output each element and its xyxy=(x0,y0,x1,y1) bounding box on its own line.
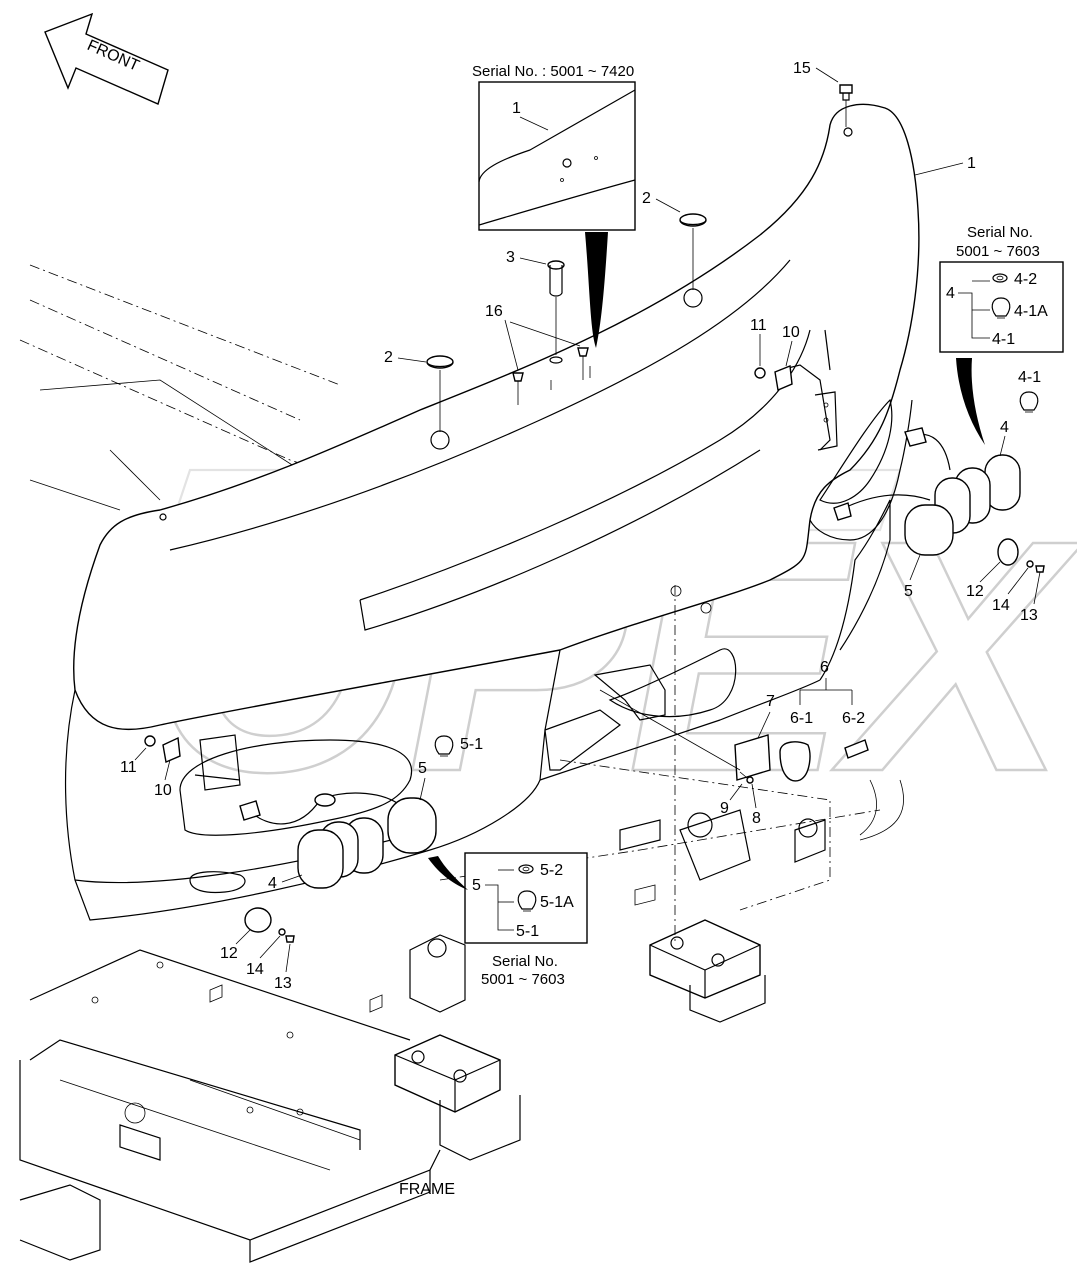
callout-2-right: 2 xyxy=(642,190,651,207)
support-block-right xyxy=(619,809,826,1023)
callout-11-left: 11 xyxy=(120,759,137,776)
inset-bottom-serial-2: 5001 ~ 7603 xyxy=(481,971,565,988)
bulb-icon xyxy=(434,735,454,757)
callout-3: 3 xyxy=(506,249,515,266)
clip-left xyxy=(144,735,181,763)
callout-10-right: 10 xyxy=(782,324,800,341)
inset-bottom: 5 5-2 5-1A 5-1 Serial No. 5001 ~ 7603 xyxy=(428,852,588,988)
pin-3 xyxy=(547,260,565,364)
callout-8: 8 xyxy=(752,810,761,827)
callout-16: 16 xyxy=(485,303,503,320)
support-block-center xyxy=(394,934,521,1161)
bulb-icon xyxy=(517,890,537,912)
callout-4-left: 4 xyxy=(268,875,277,892)
inset-bottom-item-2: 5-1A xyxy=(540,894,574,911)
callout-4-1: 4-1 xyxy=(1018,369,1041,386)
lamp-cluster-right xyxy=(833,391,1045,573)
callout-15: 15 xyxy=(793,60,811,77)
callout-11-right: 11 xyxy=(750,317,767,334)
callout-9: 9 xyxy=(720,800,729,817)
inset-top-serial: Serial No. : 5001 ~ 7420 xyxy=(472,63,634,80)
bulb-icon xyxy=(1019,391,1039,413)
gasket-ring-icon xyxy=(992,273,1008,283)
callout-inset-1: 1 xyxy=(512,100,521,117)
inset-right-item-2: 4-1A xyxy=(1014,303,1048,320)
inset-bottom-item-3: 5-1 xyxy=(516,923,539,940)
callout-6: 6 xyxy=(820,659,829,676)
callout-5-right: 5 xyxy=(904,583,913,600)
front-arrow-icon: FRONT xyxy=(44,12,169,105)
screw-16 xyxy=(512,347,591,405)
inset-right-parent: 4 xyxy=(946,285,955,302)
callout-7: 7 xyxy=(766,693,775,710)
inset-right: Serial No. 5001 ~ 7603 4 4-2 4-1A 4-1 xyxy=(939,224,1064,445)
callout-5-1: 5-1 xyxy=(460,736,483,753)
cap-2-left xyxy=(426,355,454,432)
gasket-ring-icon xyxy=(518,864,534,874)
inset-right-item-3: 4-1 xyxy=(992,331,1015,348)
callout-10-left: 10 xyxy=(154,782,172,799)
inset-right-serial-1: Serial No. xyxy=(967,224,1033,241)
license-bracket xyxy=(544,664,666,771)
callout-2-left: 2 xyxy=(384,349,393,366)
cap-2-right xyxy=(679,213,707,290)
callout-6-1: 6-1 xyxy=(790,710,813,727)
inset-bottom-item-1: 5-2 xyxy=(540,862,563,879)
callout-13-right: 13 xyxy=(1020,607,1038,624)
callout-6-2: 6-2 xyxy=(842,710,865,727)
frame-plate xyxy=(19,949,441,1263)
bracket-left xyxy=(194,734,241,791)
callout-12-right: 12 xyxy=(966,583,984,600)
inset-top: Serial No. : 5001 ~ 7420 1 xyxy=(472,63,636,348)
callouts: 15 1 2 3 16 2 11 10 4-1 4 5 12 14 13 6 7 xyxy=(120,60,1041,992)
inset-bottom-serial-1: Serial No. xyxy=(492,953,558,970)
callout-5-left: 5 xyxy=(418,760,427,777)
inset-right-serial-2: 5001 ~ 7603 xyxy=(956,243,1040,260)
bulb-icon xyxy=(991,297,1011,319)
callout-4-right: 4 xyxy=(1000,419,1009,436)
inset-right-item-1: 4-2 xyxy=(1014,271,1037,288)
frame-label: FRAME xyxy=(399,1181,455,1198)
inset-bottom-parent: 5 xyxy=(472,877,481,894)
callout-1: 1 xyxy=(967,155,976,172)
counterweight xyxy=(64,103,920,921)
callout-14-right: 14 xyxy=(992,597,1010,614)
lamp-cluster-left xyxy=(239,735,454,943)
bracket-right xyxy=(779,329,838,451)
callout-14-left: 14 xyxy=(246,961,264,978)
bolt-15 xyxy=(839,84,853,127)
clip-right xyxy=(754,365,793,391)
license-lamp xyxy=(599,689,869,784)
callout-13-left: 13 xyxy=(274,975,292,992)
callout-12-left: 12 xyxy=(220,945,238,962)
